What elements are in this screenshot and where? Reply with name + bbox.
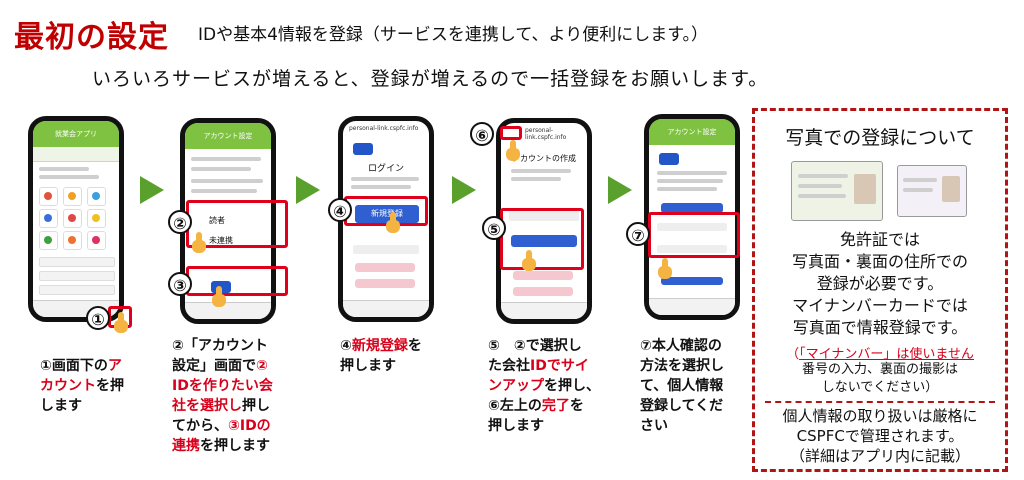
service-row-1: 読者 bbox=[209, 216, 225, 225]
step-badge-2: ② bbox=[168, 210, 192, 234]
app-header: アカウント設定 bbox=[185, 123, 271, 149]
personal-link-logo bbox=[353, 143, 373, 155]
page-title: 最初の設定 bbox=[14, 20, 169, 55]
photo-registration-panel: 写真での登録について 免許証では 写真面・裏面の住所での 登録が必要です。 マイ… bbox=[752, 108, 1008, 472]
pointing-hand-icon bbox=[384, 212, 402, 234]
step-4-caption: ④新規登録を 押します bbox=[340, 338, 422, 374]
url-bar: personal-link.cspfc.info bbox=[349, 125, 419, 132]
arrow-right-icon bbox=[296, 176, 320, 204]
menu-tile bbox=[63, 187, 82, 206]
panel-line: 写真面・裏面の住所での bbox=[791, 252, 968, 271]
panel-line: マイナンバーカードでは bbox=[792, 296, 968, 315]
step-2-caption: ②「アカウント 設定」画面で② IDを作りたい会 社を選択し押し てから、③ID… bbox=[172, 338, 273, 454]
app-header: アカウント設定 bbox=[649, 119, 735, 145]
url-bar: personal-link.cspfc.info bbox=[525, 127, 567, 141]
arrow-right-icon bbox=[608, 176, 632, 204]
phone-screenshot-account-settings: アカウント設定 読者 未連携 bbox=[180, 118, 276, 324]
pointing-hand-icon bbox=[504, 140, 522, 162]
menu-tile bbox=[39, 209, 58, 228]
create-account-title: アカウントの作成 bbox=[512, 154, 576, 163]
panel-note: 番号の入力、裏面の撮影は bbox=[801, 362, 958, 377]
panel-line: （詳細はアプリ内に記載） bbox=[789, 447, 970, 465]
register-button[interactable]: 新規登録 bbox=[355, 205, 419, 223]
pointing-hand-icon bbox=[656, 258, 674, 280]
menu-tile bbox=[87, 231, 106, 250]
personal-link-logo bbox=[659, 153, 679, 165]
step-badge-6: ⑥ bbox=[470, 122, 494, 146]
highlight-id-link bbox=[186, 266, 288, 296]
menu-tile bbox=[39, 231, 58, 250]
panel-note: しないでください） bbox=[821, 380, 939, 395]
my-number-warning: （「マイナンバー」は使いません bbox=[786, 347, 974, 362]
highlight-signup bbox=[500, 208, 584, 270]
drivers-license-image bbox=[791, 161, 883, 221]
service-row-2: 未連携 bbox=[209, 236, 233, 245]
step-badge-4: ④ bbox=[328, 198, 352, 222]
title-note: IDや基本4情報を登録（サービスを連携して、より便利にします。） bbox=[198, 25, 709, 45]
my-number-card-image bbox=[897, 165, 967, 217]
panel-divider bbox=[765, 401, 995, 403]
panel-line: 免許証では bbox=[839, 230, 920, 249]
menu-tile bbox=[87, 209, 106, 228]
login-title: ログイン bbox=[367, 164, 404, 174]
step-badge-5: ⑤ bbox=[482, 216, 506, 240]
menu-tile bbox=[63, 209, 82, 228]
pointing-hand-icon bbox=[520, 250, 538, 272]
step-5-6-caption: ⑤ ②で選択し た会社IDでサイ ンアップを押し、 ⑥左上の完了を 押します bbox=[488, 338, 600, 434]
highlight-identity-options bbox=[648, 212, 740, 258]
pointing-hand-icon bbox=[210, 286, 228, 308]
menu-tile bbox=[39, 187, 58, 206]
app-header: 就業会アプリ bbox=[33, 121, 119, 147]
phone-screenshot-home: 就業会アプリ bbox=[28, 116, 124, 322]
signup-button[interactable] bbox=[511, 235, 577, 247]
highlight-done bbox=[500, 126, 522, 140]
step-7-caption: ⑦本人確認の 方法を選択し て、個人情報 登録してくだ さい bbox=[640, 338, 724, 434]
step-badge-7: ⑦ bbox=[626, 222, 650, 246]
panel-line: 登録が必要です。 bbox=[816, 274, 944, 293]
pointing-hand-icon bbox=[112, 312, 130, 334]
pointing-hand-icon bbox=[190, 232, 208, 254]
page-subtitle: いろいろサービスが増えると、登録が増えるので一括登録をお願いします。 bbox=[92, 68, 769, 90]
panel-line: 写真面で情報登録です。 bbox=[792, 318, 968, 337]
step-badge-3: ③ bbox=[168, 272, 192, 296]
step-1-caption: ①画面下のア カウントを押 します bbox=[40, 358, 124, 414]
menu-tile bbox=[63, 231, 82, 250]
arrow-right-icon bbox=[452, 176, 476, 204]
panel-title: 写真での登録について bbox=[785, 127, 975, 149]
arrow-right-icon bbox=[140, 176, 164, 204]
panel-line: CSPFCで管理されます。 bbox=[796, 427, 964, 445]
menu-tile bbox=[87, 187, 106, 206]
step-badge-1: ① bbox=[86, 306, 110, 330]
phone-screenshot-login: personal-link.cspfc.info ログイン 新規登録 bbox=[338, 116, 434, 322]
phone-screenshot-create-account: personal-link.cspfc.info アカウントの作成 bbox=[496, 118, 592, 324]
panel-line: 個人情報の取り扱いは厳格に bbox=[782, 407, 978, 425]
